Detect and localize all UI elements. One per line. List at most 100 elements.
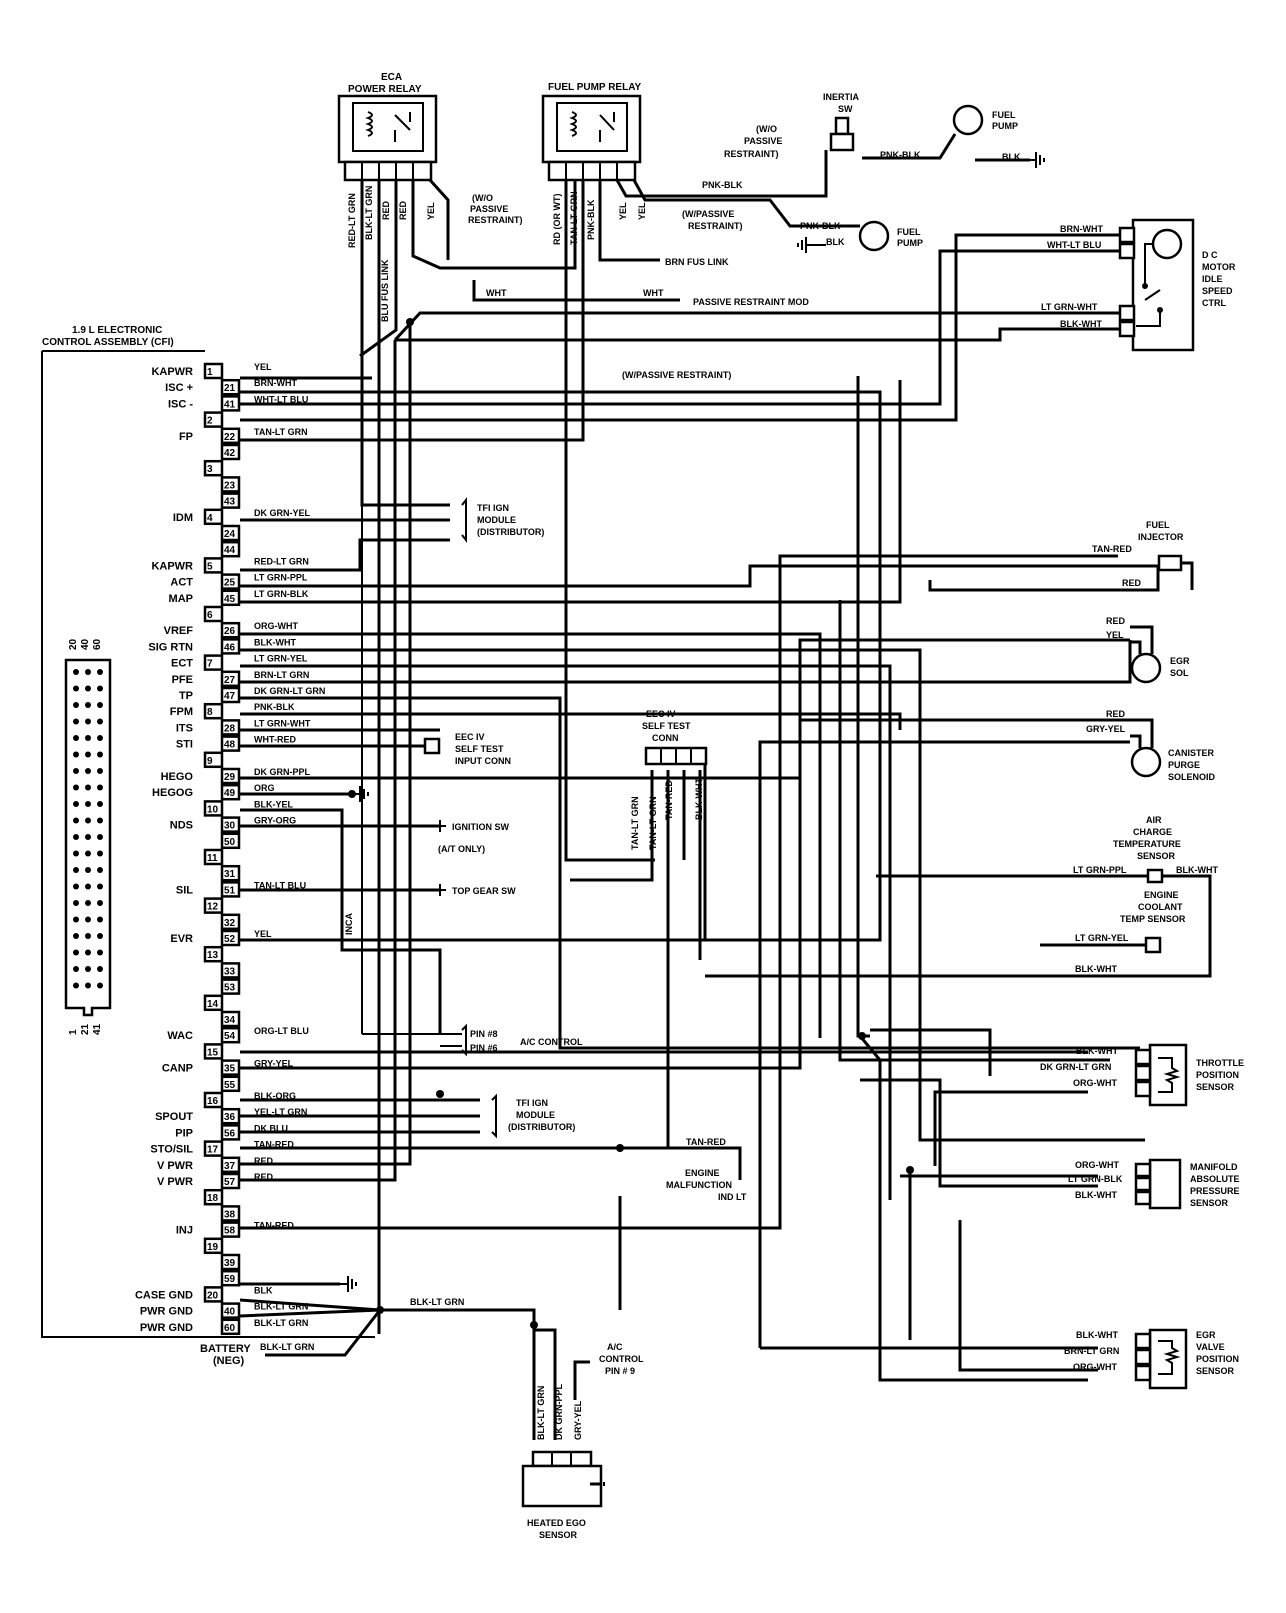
connector-pin-dot	[85, 850, 91, 857]
ecu-pin-label: CANP	[162, 1063, 193, 1075]
ecu-pin-box	[203, 1043, 224, 1060]
connector-pin-dot	[97, 685, 103, 692]
eec-relay-wire4: RED	[398, 200, 408, 220]
fuel-pump-top-title2: PUMP	[992, 121, 1018, 131]
ecu-pin-box	[203, 800, 224, 817]
connector-pin-dot	[73, 916, 79, 923]
wo-passive-note-2: PASSIVE	[470, 204, 508, 214]
connector-pin-dot	[73, 900, 79, 906]
conn-num-top-1: 20	[68, 638, 79, 650]
ecu-pin-wire-color: DK GRN-YEL	[254, 508, 311, 518]
connector-pin-dot	[85, 702, 91, 708]
eec-relay-wire2: BLK-LT GRN	[364, 186, 374, 240]
ecu-pin-label: VREF	[164, 625, 194, 637]
ecu-pin-label: V PWR	[157, 1176, 193, 1188]
connector-pin-dot	[73, 933, 79, 939]
eec-relay-title1: ECA	[381, 72, 402, 83]
ac-control-label: A/C CONTROL	[520, 1037, 583, 1047]
tps-wire2: DK GRN-LT GRN	[1040, 1062, 1111, 1072]
ac-control-bracket	[461, 1023, 467, 1057]
engine-coolant-temp-sensor: ENGINE COOLANT TEMP SENSOR LT GRN-YEL BL…	[1040, 890, 1186, 974]
ecu-pin-box	[220, 1221, 241, 1238]
battery-wire: BLK-LT GRN	[260, 1342, 314, 1352]
manifold-absolute-pressure-sensor: MANIFOLD ABSOLUTE PRESSURE SENSOR ORG-WH…	[1068, 1158, 1240, 1210]
tfi-bottom-line1: TFI IGN	[516, 1098, 548, 1108]
w-passive-note-2: RESTRAINT)	[688, 221, 743, 231]
connector-pin-dot	[73, 702, 79, 708]
ecu-pin-number: 59	[224, 1274, 236, 1285]
ecu-pin-number: 34	[224, 1015, 236, 1026]
ecu-pin-number: 37	[224, 1161, 236, 1172]
ecu-pin-number: 9	[207, 756, 213, 767]
ecu-pin-number: 22	[224, 432, 236, 443]
ecu-pin-label: SIL	[176, 884, 193, 896]
ecu-pin-number: 23	[224, 480, 236, 491]
ecu-pin-box	[203, 751, 224, 769]
ecu-pin-label: NDS	[170, 820, 193, 832]
ecu-pin-number: 32	[224, 918, 236, 929]
connector-pin-dot	[97, 702, 103, 708]
map-title2: ABSOLUTE	[1190, 1174, 1240, 1184]
ecu-pin-number: 11	[207, 853, 218, 864]
ego-ac-note2: CONTROL	[599, 1354, 644, 1364]
fpr-fuse-link: BRN FUS LINK	[665, 257, 729, 267]
ecu-pin-wire-color: GRY-ORG	[254, 816, 296, 826]
ecu-pin-wire-color: DK GRN-PPL	[254, 767, 311, 777]
ecu-pin-wire-color: LT GRN-YEL	[254, 654, 308, 664]
egr-sol-wire1: RED	[1106, 616, 1126, 626]
connector-pin-dot	[97, 916, 103, 923]
self-test-conn-line3: CONN	[652, 733, 679, 743]
ecu-pin-box	[220, 864, 241, 882]
connector-pin-dot	[73, 982, 79, 989]
inertia-title2: SW	[838, 104, 853, 114]
ecu-pin-label: SPOUT	[155, 1111, 193, 1123]
connector-pin-dot	[97, 784, 103, 791]
ecu-pin-label: FP	[179, 431, 193, 443]
ecu-pin-wire-color: GRY-YEL	[254, 1059, 294, 1069]
ecu-pin-box	[220, 816, 241, 833]
ignition-sw-note: (A/T ONLY)	[438, 844, 485, 854]
ecu-pin-box	[203, 459, 224, 477]
ecu-pin-box	[203, 362, 224, 380]
tps-wire3: ORG-WHT	[1073, 1078, 1117, 1088]
connector-pin-dot	[73, 966, 79, 972]
egrvps-wire2: BRN-LT GRN	[1064, 1346, 1119, 1356]
ecu-pin-number: 14	[207, 999, 219, 1010]
ecu-pin-box	[220, 832, 241, 850]
connector-pin-dot	[97, 751, 103, 758]
inca-label: INCA	[344, 913, 354, 935]
wht-label-2: WHT	[643, 288, 664, 298]
ecu-pin-number: 7	[207, 659, 213, 670]
self-test-input-line1: EEC IV	[455, 732, 485, 742]
self-test-conn: EEC IV SELF TEST CONN TAN-LT GRN TAN-LT …	[630, 709, 708, 850]
connector-pin-dot	[85, 933, 91, 939]
egrvps-title2: VALVE	[1196, 1342, 1225, 1352]
fuel-pump-top-title1: FUEL	[992, 110, 1016, 120]
ecu-pin-number: 31	[224, 869, 236, 880]
connector-pin-dot	[73, 718, 79, 725]
eml-line2: MALFUNCTION	[666, 1180, 732, 1190]
ecu-pin-wire-color: DK BLU	[254, 1123, 288, 1133]
canister-title2: PURGE	[1168, 760, 1200, 770]
connector-pin-dot	[85, 900, 91, 906]
connector-pin-dot	[73, 735, 79, 741]
connector-pin-dot	[85, 768, 91, 774]
top-gear-sw-lead	[439, 884, 446, 896]
connector-pin-dot	[97, 867, 103, 873]
injector-wire1: TAN-RED	[1092, 544, 1132, 554]
ecu-pin-number: 55	[224, 1080, 236, 1091]
connector-pin-dot	[85, 685, 91, 692]
ecu-pin-box	[203, 508, 224, 526]
ac-pin6: PIN #6	[470, 1043, 498, 1053]
ecu-pin-box	[220, 1302, 241, 1319]
acts-wire1: LT GRN-PPL	[1073, 865, 1127, 875]
ecu-pin-number: 4	[207, 513, 213, 524]
ecu-pin-box	[220, 378, 241, 396]
ecu-pin-box	[203, 411, 224, 428]
eec-power-relay: ECA POWER RELAY RED-LT GRN BLK-LT GRN RE…	[337, 72, 438, 322]
ecu-pin-number: 19	[207, 1242, 219, 1253]
ecu-pin-label: WAC	[167, 1030, 193, 1042]
battery-label1: BATTERY	[200, 1343, 251, 1355]
ecu-pin-number: 2	[207, 416, 213, 427]
egrvps-wire3: ORG-WHT	[1073, 1362, 1117, 1372]
